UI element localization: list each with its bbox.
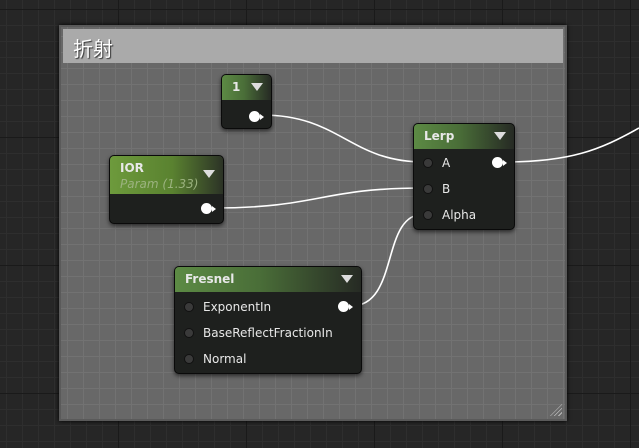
lerp-node[interactable]: Lerp A B Alpha: [413, 123, 515, 230]
collapse-arrow-icon[interactable]: [251, 83, 263, 91]
pin-label: ExponentIn: [203, 300, 272, 314]
fresnel-node[interactable]: Fresnel ExponentIn BaseReflectFractionIn…: [174, 266, 362, 374]
lerp-input-alpha[interactable]: Alpha: [414, 202, 514, 228]
fresnel-node-header[interactable]: Fresnel: [175, 267, 361, 292]
lerp-node-header[interactable]: Lerp: [414, 124, 514, 149]
lerp-title: Lerp: [424, 129, 455, 143]
lerp-input-a[interactable]: A: [414, 150, 514, 176]
comment-title[interactable]: 折射: [63, 29, 563, 63]
collapse-arrow-icon[interactable]: [203, 170, 215, 178]
pin-label: Alpha: [442, 208, 477, 222]
input-pin[interactable]: [184, 302, 194, 312]
pin-label: Normal: [203, 352, 247, 366]
collapse-arrow-icon[interactable]: [494, 132, 506, 140]
wire-constant-to-a: [261, 114, 425, 163]
input-pin[interactable]: [184, 328, 194, 338]
constant-node-header[interactable]: 1: [222, 75, 271, 100]
pin-label: B: [442, 182, 451, 196]
pin-label: A: [442, 156, 451, 170]
ior-node-header[interactable]: IOR Param (1.33): [110, 156, 223, 194]
ior-node[interactable]: IOR Param (1.33): [109, 155, 224, 224]
wire-fresnel-to-alpha: [350, 213, 425, 307]
output-pin[interactable]: [249, 111, 264, 122]
input-pin[interactable]: [423, 158, 433, 168]
lerp-input-b[interactable]: B: [414, 176, 514, 202]
wire-ior-to-b: [212, 187, 425, 209]
ior-subtitle: Param (1.33): [120, 177, 199, 191]
fresnel-input-exponent[interactable]: ExponentIn: [175, 294, 361, 320]
fresnel-title: Fresnel: [185, 272, 235, 286]
fresnel-input-basereflect[interactable]: BaseReflectFractionIn: [175, 320, 361, 346]
ior-title: IOR: [120, 161, 144, 175]
collapse-arrow-icon[interactable]: [341, 275, 353, 283]
output-pin[interactable]: [338, 301, 353, 312]
input-pin[interactable]: [423, 184, 433, 194]
constant-value: 1: [232, 80, 241, 94]
wire-lerp-output: [503, 127, 639, 163]
output-pin[interactable]: [492, 157, 507, 168]
input-pin[interactable]: [184, 354, 194, 364]
pin-label: BaseReflectFractionIn: [203, 326, 333, 340]
output-pin[interactable]: [201, 203, 216, 214]
fresnel-input-normal[interactable]: Normal: [175, 346, 361, 372]
input-pin[interactable]: [423, 210, 433, 220]
constant-node[interactable]: 1: [221, 74, 272, 129]
